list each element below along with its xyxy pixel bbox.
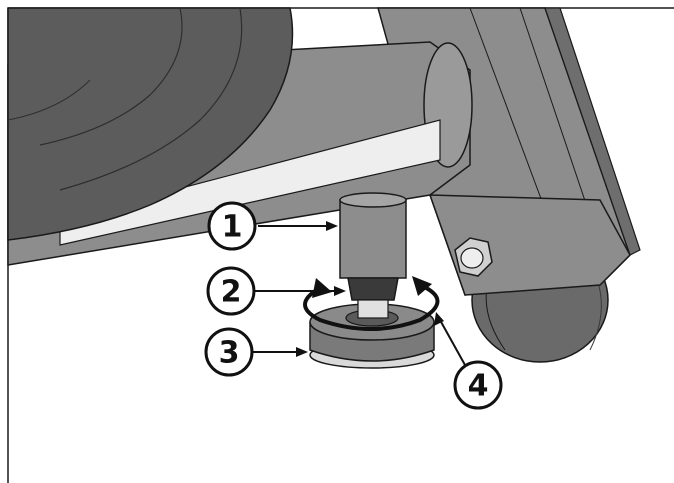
callout-1-label: 1	[222, 210, 243, 245]
callout-2-label: 2	[221, 275, 242, 310]
callout-2: 2	[206, 266, 346, 316]
callout-4: 4	[434, 312, 503, 410]
leveling-foot	[309, 192, 435, 369]
callout-1: 1	[207, 201, 338, 251]
callout-3-label: 3	[219, 336, 240, 371]
rotation-arrow	[303, 276, 440, 331]
callout-3: 3	[204, 327, 308, 377]
flywheel	[7, 7, 294, 241]
callout-4-label: 4	[468, 369, 489, 404]
hex-bolt	[454, 237, 493, 277]
transport-wheel	[428, 194, 631, 363]
